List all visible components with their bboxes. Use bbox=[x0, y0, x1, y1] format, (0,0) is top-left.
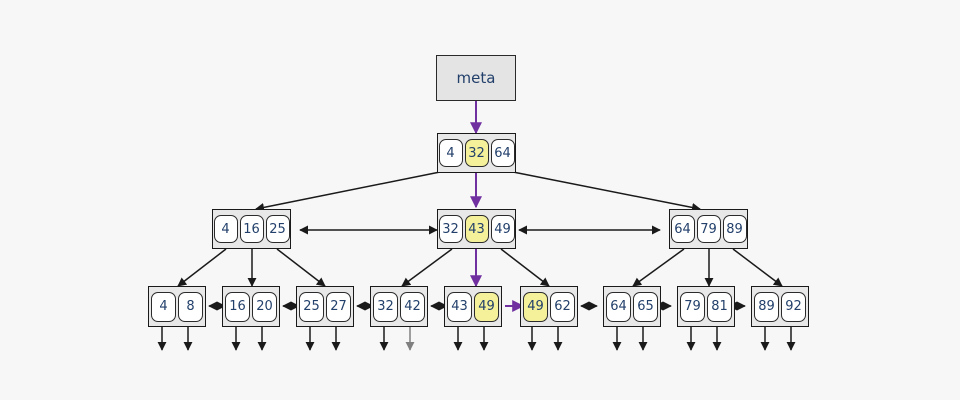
edge-im-leaf4 bbox=[401, 248, 453, 287]
internal-right-key-2[interactable]: 89 bbox=[722, 215, 747, 243]
internal-middle-key-0[interactable]: 32 bbox=[438, 215, 463, 243]
leaf-node-8[interactable]: 79 81 bbox=[677, 286, 735, 327]
internal-left-key-1[interactable]: 16 bbox=[239, 215, 264, 243]
meta-node-label: meta bbox=[456, 69, 496, 87]
leaf-8-key-1[interactable]: 81 bbox=[707, 291, 732, 322]
edge-root-to-internal-right bbox=[512, 171, 701, 212]
leaf-6-cells: 49 62 bbox=[519, 291, 579, 322]
leaf-7-key-1[interactable]: 65 bbox=[633, 291, 658, 322]
leaf-6-key-1[interactable]: 62 bbox=[550, 291, 575, 322]
leaf-9-key-0[interactable]: 89 bbox=[754, 291, 779, 322]
leaf-node-3[interactable]: 25 27 bbox=[296, 286, 354, 327]
edge-root-to-internal-left bbox=[255, 171, 441, 212]
internal-middle-key-2[interactable]: 49 bbox=[490, 215, 515, 243]
leaf-1-cells: 4 8 bbox=[147, 291, 207, 322]
internal-middle-key-1[interactable]: 43 bbox=[464, 215, 489, 243]
leaf-2-key-0[interactable]: 16 bbox=[225, 291, 250, 322]
root-key-0[interactable]: 4 bbox=[438, 139, 463, 167]
root-key-1[interactable]: 32 bbox=[464, 139, 489, 167]
edge-il-leaf3 bbox=[276, 248, 326, 287]
internal-left-key-2[interactable]: 25 bbox=[265, 215, 290, 243]
root-node[interactable]: 4 32 64 bbox=[437, 133, 516, 173]
leaf-4-key-1[interactable]: 42 bbox=[400, 291, 425, 322]
internal-right-cells: 64 79 89 bbox=[667, 215, 751, 243]
internal-right-key-1[interactable]: 79 bbox=[696, 215, 721, 243]
leaf-8-cells: 79 81 bbox=[676, 291, 736, 322]
leaf-5-key-1[interactable]: 49 bbox=[474, 291, 499, 322]
leaf-4-cells: 32 42 bbox=[369, 291, 429, 322]
internal-node-middle[interactable]: 32 43 49 bbox=[437, 209, 516, 249]
leaf-6-key-0[interactable]: 49 bbox=[523, 291, 548, 322]
leaf-3-key-0[interactable]: 25 bbox=[299, 291, 324, 322]
root-key-2[interactable]: 64 bbox=[490, 139, 515, 167]
leaf-node-4[interactable]: 32 42 bbox=[370, 286, 428, 327]
edge-im-leaf6 bbox=[500, 248, 550, 287]
leaf-4-key-0[interactable]: 32 bbox=[373, 291, 398, 322]
leaf-5-key-0[interactable]: 43 bbox=[447, 291, 472, 322]
leaf-1-key-1[interactable]: 8 bbox=[178, 291, 203, 322]
leaf-9-cells: 89 92 bbox=[750, 291, 810, 322]
leaf-node-2[interactable]: 16 20 bbox=[222, 286, 280, 327]
leaf-7-cells: 64 65 bbox=[602, 291, 662, 322]
leaf-node-5[interactable]: 43 49 bbox=[444, 286, 502, 327]
leaf-9-key-1[interactable]: 92 bbox=[781, 291, 806, 322]
internal-middle-cells: 32 43 49 bbox=[435, 215, 519, 243]
leaf-7-key-0[interactable]: 64 bbox=[606, 291, 631, 322]
internal-node-right[interactable]: 64 79 89 bbox=[669, 209, 748, 249]
leaf-node-6[interactable]: 49 62 bbox=[520, 286, 578, 327]
leaf-8-key-0[interactable]: 79 bbox=[680, 291, 705, 322]
leaf-3-cells: 25 27 bbox=[295, 291, 355, 322]
edge-ir-leaf7 bbox=[632, 248, 685, 287]
root-cells: 4 32 64 bbox=[435, 139, 519, 167]
leaf-2-cells: 16 20 bbox=[221, 291, 281, 322]
leaf-5-cells: 43 49 bbox=[443, 291, 503, 322]
edge-ir-leaf9 bbox=[732, 248, 783, 287]
internal-left-cells: 4 16 25 bbox=[210, 215, 294, 243]
meta-node[interactable]: meta bbox=[436, 55, 516, 101]
leaf-node-9[interactable]: 89 92 bbox=[751, 286, 809, 327]
internal-left-key-0[interactable]: 4 bbox=[213, 215, 238, 243]
internal-node-left[interactable]: 4 16 25 bbox=[212, 209, 291, 249]
edge-il-leaf1 bbox=[177, 248, 227, 287]
leaf-node-1[interactable]: 4 8 bbox=[148, 286, 206, 327]
internal-right-key-0[interactable]: 64 bbox=[670, 215, 695, 243]
leaf-node-7[interactable]: 64 65 bbox=[603, 286, 661, 327]
leaf-3-key-1[interactable]: 27 bbox=[326, 291, 351, 322]
leaf-1-key-0[interactable]: 4 bbox=[151, 291, 176, 322]
leaf-2-key-1[interactable]: 20 bbox=[252, 291, 277, 322]
